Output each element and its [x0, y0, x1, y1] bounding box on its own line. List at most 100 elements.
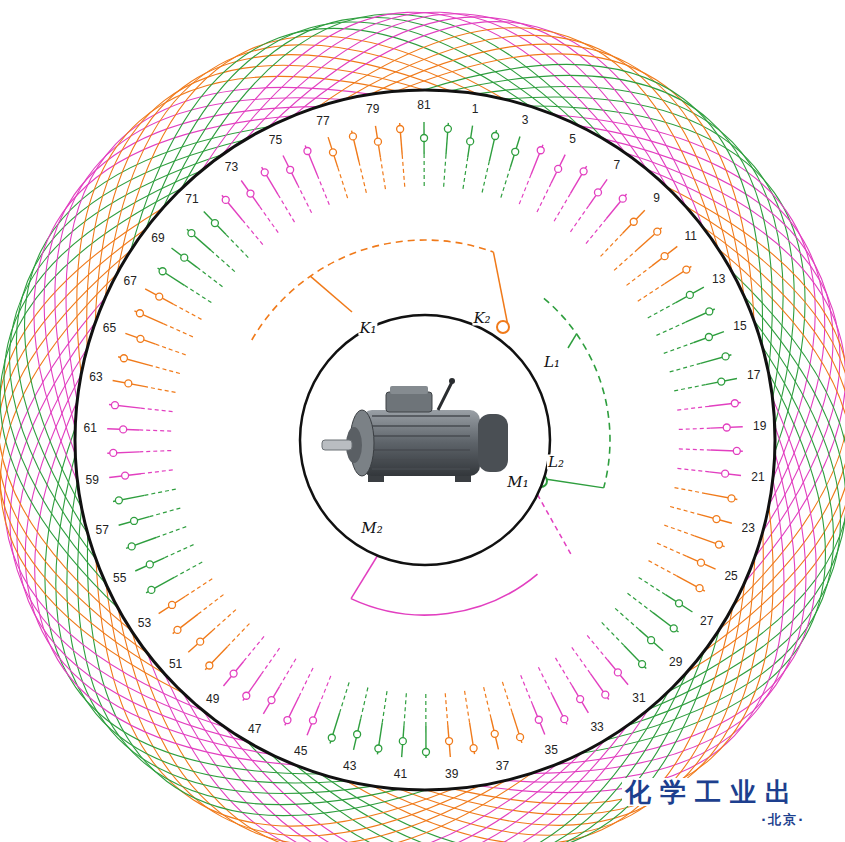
motor-picture: [322, 378, 508, 482]
slot-lead-dashed: [338, 168, 348, 200]
coil-joint: [422, 748, 429, 755]
coil-joint: [268, 697, 275, 704]
coil-end: [45, 428, 320, 774]
coil-end: [424, 64, 763, 346]
slot-number: 49: [206, 693, 219, 705]
coil-end: [603, 139, 833, 532]
coil-joint: [512, 148, 519, 155]
coil-joint: [718, 378, 725, 385]
coil-joint: [630, 218, 637, 225]
slot-number: 5: [569, 133, 576, 145]
coil-joint: [535, 716, 542, 723]
coil-joint: [197, 638, 204, 645]
slot-lead-dashed: [677, 428, 711, 429]
slot-lead: [572, 685, 588, 712]
slot-lead: [328, 137, 338, 167]
slot-lead-dashed: [211, 250, 236, 273]
slot-number: 37: [496, 760, 509, 772]
coil-joint: [397, 125, 404, 132]
slot-number: 17: [747, 369, 760, 381]
slot-lead: [686, 556, 715, 569]
terminal-label: M₂: [360, 521, 383, 536]
coil-joint: [728, 495, 735, 502]
slot-lead-dashed: [482, 161, 490, 194]
coil-end: [649, 296, 845, 710]
coil-joint: [375, 745, 382, 752]
slot-lead-dashed: [260, 207, 280, 235]
coil-joint: [120, 355, 127, 362]
coil-joint: [467, 138, 474, 145]
coil-end: [451, 75, 773, 372]
coil-joint: [731, 400, 738, 407]
coil-joint: [517, 734, 524, 741]
slot-number: 43: [343, 760, 356, 772]
coil-joint: [188, 230, 195, 237]
coil-end: [271, 672, 687, 842]
coil-joint: [222, 196, 229, 203]
coil-end: [4, 171, 201, 585]
coil-joint: [287, 166, 294, 173]
coil-end: [557, 399, 816, 764]
slot-lead-dashed: [585, 219, 607, 245]
coil-joint: [670, 625, 677, 632]
slot-lead-dashed: [647, 560, 677, 576]
slot-lead: [623, 210, 645, 233]
slot-lead-dashed: [483, 685, 491, 718]
coil-joint: [122, 472, 129, 479]
slot-lead-dashed: [141, 408, 175, 412]
coil-end: [426, 532, 763, 815]
slot-number: 25: [724, 570, 737, 582]
slot-number: 21: [751, 471, 764, 483]
coil-joint: [211, 220, 218, 227]
coil-joint: [706, 308, 713, 315]
slot-lead: [171, 248, 197, 267]
coil-joint: [696, 585, 703, 592]
slot-lead-dashed: [278, 195, 295, 224]
coil-end: [480, 479, 785, 793]
coil-end: [164, 674, 581, 842]
slot-lead: [706, 378, 737, 384]
slot-lead-dashed: [445, 691, 448, 725]
slot-number: 63: [89, 371, 102, 383]
coil-end: [555, 115, 816, 479]
slot-number: 67: [124, 275, 137, 287]
slot-lead-dashed: [423, 154, 424, 188]
slot-lead-dashed: [626, 592, 653, 613]
slot-lead-dashed: [299, 666, 314, 697]
coil-joint: [686, 291, 693, 298]
coil-end: [506, 452, 795, 782]
coil-joint: [676, 600, 683, 607]
coil-end: [605, 346, 834, 740]
coil-end: [295, 651, 704, 842]
slot-lead: [113, 380, 144, 386]
slot-number: 77: [316, 115, 329, 127]
coil-joint: [399, 738, 406, 745]
slot-lead-dashed: [197, 267, 224, 288]
coil-joint: [247, 190, 254, 197]
slot-number: 79: [366, 103, 379, 115]
coil-end: [4, 298, 203, 711]
slot-lead: [354, 719, 361, 750]
slot-lead-dashed: [538, 665, 553, 695]
slot-lead-dashed: [198, 593, 225, 614]
slot-lead-dashed: [261, 647, 280, 675]
lead-arc: [544, 298, 610, 488]
terminal-label: L₁: [543, 355, 561, 370]
coil-end: [504, 97, 795, 426]
slot-lead: [551, 155, 565, 184]
coil-joint: [421, 135, 428, 142]
slot-lead-dashed: [677, 449, 711, 450]
slot-leads: [107, 122, 743, 758]
coil-joint: [125, 380, 132, 387]
slot-lead: [135, 558, 164, 571]
slot-number: 15: [733, 320, 746, 332]
slot-lead-dashed: [646, 303, 676, 319]
slot-lead-dashed: [173, 304, 203, 320]
slot-lead-dashed: [500, 167, 510, 199]
slot-lead: [608, 660, 628, 685]
coil-joint: [470, 745, 477, 752]
coil-joint: [648, 637, 655, 644]
slot-lead: [146, 577, 174, 592]
coil-joint: [156, 293, 163, 300]
slot-number: 31: [632, 692, 645, 704]
